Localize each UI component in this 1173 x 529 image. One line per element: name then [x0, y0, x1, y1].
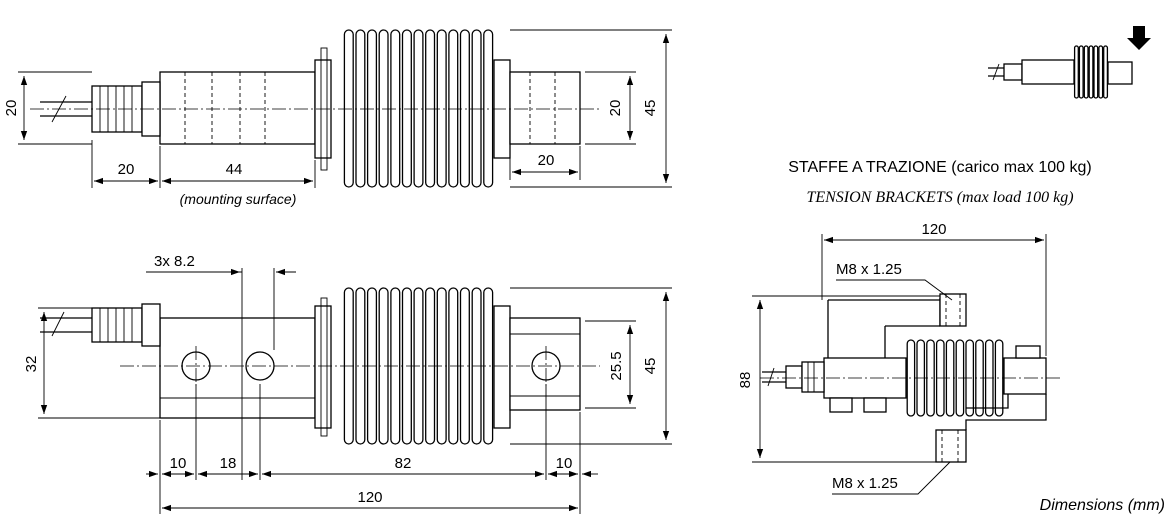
bellows-convolution — [483, 29, 494, 188]
dim-total-length: 120 — [357, 489, 382, 506]
top-view-hidden-lines — [184, 72, 266, 144]
bellows-convolution — [1083, 45, 1089, 99]
bellows-convolution — [994, 339, 1004, 417]
dim-overall-height: 45 — [642, 100, 659, 117]
bellows-convolution — [1093, 45, 1099, 99]
dim-end-length: 20 — [538, 152, 555, 169]
bellows-convolution — [425, 29, 436, 188]
bellows-convolution — [355, 29, 366, 188]
load-cell-thumbnail — [988, 26, 1151, 99]
dim-length-44: 44 — [226, 161, 243, 178]
bellows-convolution — [378, 29, 389, 188]
bellows-convolution — [1088, 45, 1094, 99]
bellows-convolution — [413, 29, 424, 188]
bellows-convolution — [459, 29, 470, 188]
side-view-cable-gland — [91, 307, 143, 343]
bellows-convolution — [448, 29, 459, 188]
dim-length-20: 20 — [118, 161, 135, 178]
brackets-width: 120 — [921, 221, 946, 238]
top-view-cable — [40, 101, 92, 117]
side-view: 3x 8.2 32 25.5 45 10 18 82 10 120 — [23, 253, 672, 514]
side-view-flange-left — [314, 305, 332, 429]
thread-label-bottom: M8 x 1.25 — [832, 475, 898, 492]
side-view-cable — [40, 317, 92, 333]
brackets-view: 120 88 M8 x 1.25 M8 x 1.25 — [737, 221, 1060, 495]
side-view-flange-right — [493, 305, 511, 429]
top-view-end-hidden — [529, 72, 556, 144]
bellows-convolution — [1103, 45, 1109, 99]
thread-label-top: M8 x 1.25 — [836, 261, 902, 278]
mounting-surface-label: (mounting surface) — [180, 191, 297, 207]
dim-body-height: 32 — [23, 356, 40, 373]
bellows-convolution — [436, 29, 447, 188]
bellows-convolution — [1073, 45, 1079, 99]
bracket-top-threaded-block — [939, 293, 967, 327]
dim-cable-height: 20 — [3, 100, 20, 117]
bellows-convolution — [390, 29, 401, 188]
top-view-bellows — [343, 29, 494, 188]
dim-hole-spec: 3x 8.2 — [154, 253, 195, 270]
dim-chain-10a: 10 — [170, 455, 187, 472]
units-note: Dimensions (mm) — [1040, 497, 1165, 514]
dim-chain-10b: 10 — [556, 455, 573, 472]
bellows-convolution — [1078, 45, 1084, 99]
dim-overall-height-side: 45 — [642, 358, 659, 375]
top-view-end-block — [509, 71, 581, 145]
dim-end-height: 20 — [607, 100, 624, 117]
bracket-bottom-threaded-block — [935, 429, 967, 463]
brackets-title-it: STAFFE A TRAZIONE (carico max 100 kg) — [788, 159, 1091, 176]
bellows-convolution — [471, 29, 482, 188]
dim-chain-18: 18 — [220, 455, 237, 472]
bellows-convolution — [401, 29, 412, 188]
load-arrow-icon — [1127, 26, 1151, 50]
brackets-height: 88 — [737, 372, 754, 389]
dim-chain-82: 82 — [395, 455, 412, 472]
bellows-convolution — [1098, 45, 1104, 99]
side-view-gland-nut — [141, 303, 161, 347]
top-view: 20 20 44 (mounting surface) 20 20 45 — [3, 29, 672, 207]
top-view-body — [159, 71, 316, 145]
bellows-convolution — [366, 29, 378, 188]
brackets-title-en: TENSION BRACKETS (max load 100 kg) — [806, 189, 1073, 206]
dim-end-height-side: 25.5 — [608, 351, 625, 380]
bellows-convolution — [343, 29, 354, 188]
